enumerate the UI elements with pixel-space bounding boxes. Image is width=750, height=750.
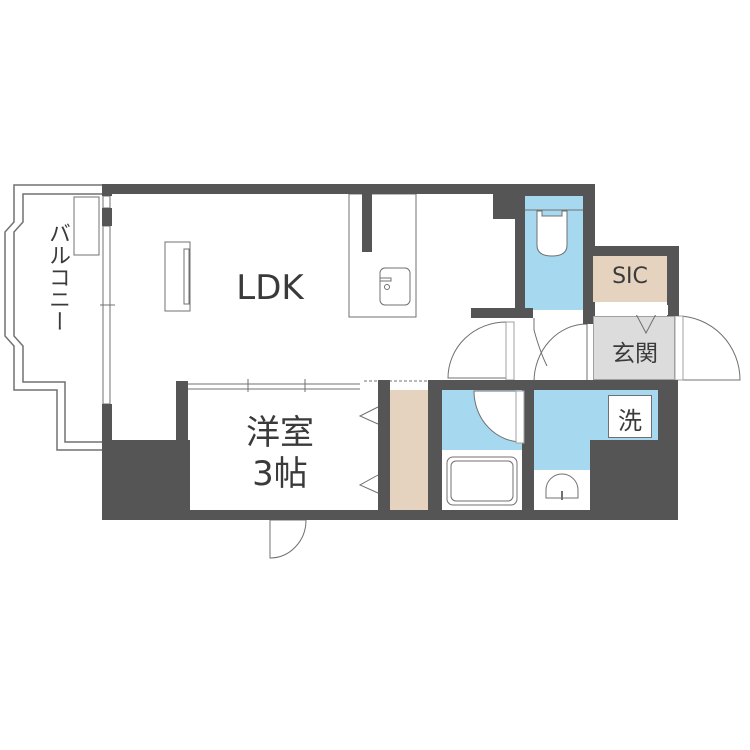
wall-toilet-left bbox=[515, 184, 525, 314]
western-room-label-1: 洋室 bbox=[246, 413, 314, 453]
entrance-rail bbox=[598, 305, 668, 315]
wall-top-toilet bbox=[515, 184, 595, 196]
wall-bath-block bbox=[590, 440, 678, 520]
kitchen-partition bbox=[362, 194, 372, 252]
wall-bottom bbox=[102, 510, 678, 520]
wall-sic-right bbox=[667, 246, 679, 316]
wall-western-left bbox=[176, 381, 188, 443]
washroom-label: 洗 bbox=[618, 407, 642, 435]
wall-left-mid bbox=[102, 208, 112, 226]
sic-label: SIC bbox=[612, 264, 648, 289]
balcony-label: バルコニー bbox=[45, 222, 70, 332]
entrance-floor bbox=[593, 316, 675, 380]
wall-hall-top bbox=[471, 308, 533, 318]
wall-sic bbox=[583, 246, 679, 258]
wall-closet-right bbox=[428, 380, 442, 520]
ldk-label: LDK bbox=[236, 268, 304, 308]
wall-closet-left bbox=[378, 380, 390, 520]
wall-bath-mid bbox=[522, 390, 534, 520]
wall-left-lower bbox=[102, 404, 112, 444]
wall-top bbox=[102, 184, 502, 194]
wall-bottom-left-block bbox=[102, 440, 190, 520]
washroom-lower bbox=[534, 440, 590, 470]
western-room-label-2: 3帖 bbox=[252, 454, 308, 494]
sic-room bbox=[593, 256, 667, 302]
wall-left-top bbox=[102, 184, 112, 196]
closet bbox=[390, 390, 428, 510]
wall-bath-top bbox=[430, 380, 678, 390]
washer-space bbox=[608, 395, 652, 438]
entrance-label: 玄関 bbox=[612, 341, 658, 367]
